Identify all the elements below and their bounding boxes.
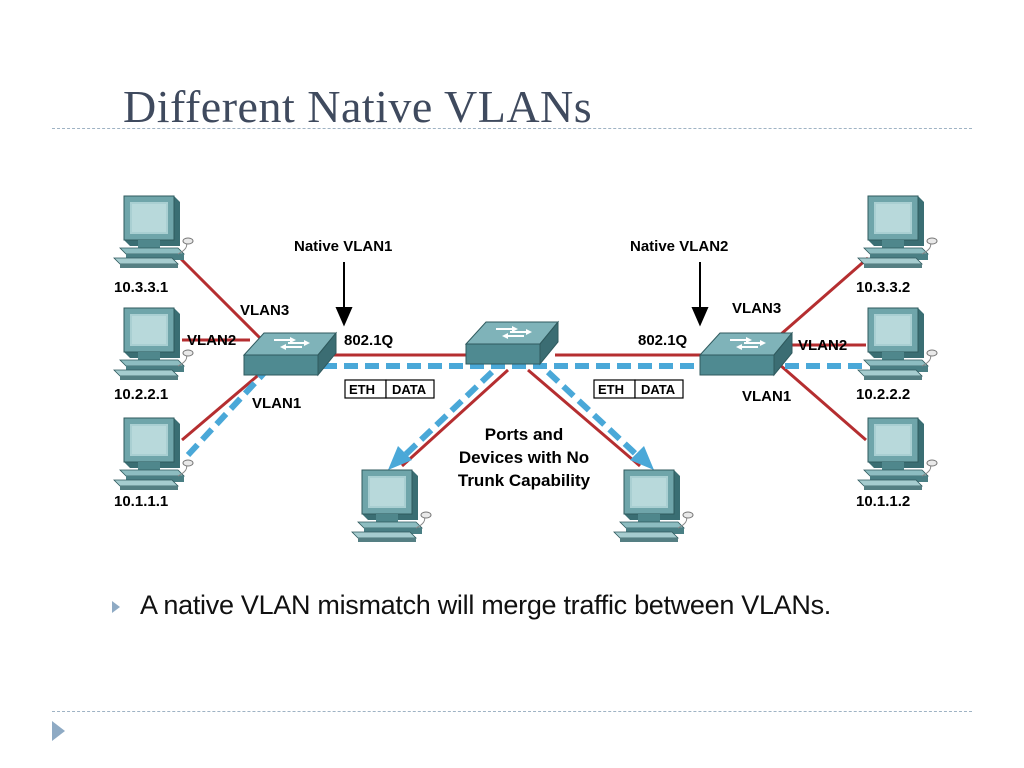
left-vlan1-label: VLAN1 bbox=[252, 395, 301, 412]
pc-no-trunk-left bbox=[351, 469, 432, 543]
arrowhead-pc-left bbox=[388, 446, 412, 470]
pc-10-3-3-2 bbox=[857, 195, 938, 269]
native-vlan-left-label: Native VLAN1 bbox=[294, 238, 392, 255]
trunk-left-label: 802.1Q bbox=[344, 332, 394, 349]
flow-left-host-3 bbox=[185, 369, 268, 458]
slide-title: Different Native VLANs bbox=[123, 81, 593, 132]
bullet-item: A native VLAN mismatch will merge traffi… bbox=[112, 590, 831, 621]
frame-right-eth: ETH bbox=[598, 382, 624, 397]
flow-arrowheads bbox=[388, 446, 654, 470]
left-vlan3-label: VLAN3 bbox=[240, 302, 289, 319]
host-ip-left-1: 10.3.3.1 bbox=[114, 279, 168, 296]
right-vlan1-label: VLAN1 bbox=[742, 388, 791, 405]
right-vlan2-label: VLAN2 bbox=[798, 337, 847, 354]
vlan-links bbox=[178, 256, 869, 468]
native-arrows bbox=[335, 262, 709, 327]
frame-right bbox=[593, 379, 684, 399]
frame-left-eth: ETH bbox=[349, 382, 375, 397]
link-left-host-3 bbox=[181, 370, 263, 442]
right-vlan3-label: VLAN3 bbox=[732, 300, 781, 317]
arrowhead-pc-right bbox=[630, 446, 654, 470]
pc-10-1-1-2 bbox=[857, 417, 938, 491]
bullet-text: A native VLAN mismatch will merge traffi… bbox=[140, 590, 831, 620]
link-center-pc-left bbox=[400, 368, 510, 468]
bullet-arrow-icon bbox=[112, 600, 120, 613]
right-switch bbox=[699, 332, 793, 376]
pc-no-trunk-right bbox=[613, 469, 694, 543]
host-ip-right-3: 10.1.1.2 bbox=[856, 493, 910, 510]
ports-label-line-1: Ports and bbox=[485, 425, 563, 444]
host-ip-right-2: 10.2.2.2 bbox=[856, 386, 910, 403]
center-switch bbox=[465, 321, 559, 365]
host-ip-left-2: 10.2.2.1 bbox=[114, 386, 168, 403]
pc-10-1-1-1 bbox=[113, 417, 194, 491]
link-left-host-1 bbox=[178, 256, 264, 342]
host-ip-left-3: 10.1.1.1 bbox=[114, 493, 168, 510]
footer-divider bbox=[52, 711, 972, 712]
next-slide-icon[interactable] bbox=[52, 721, 65, 741]
pc-10-3-3-1 bbox=[113, 195, 194, 269]
frame-left-data: DATA bbox=[392, 382, 427, 397]
link-right-host-3 bbox=[779, 363, 867, 442]
trunk-right-label: 802.1Q bbox=[638, 332, 688, 349]
left-vlan2-label: VLAN2 bbox=[187, 332, 236, 349]
ports-label-line-2: Devices with No bbox=[459, 448, 589, 467]
pc-10-2-2-1 bbox=[113, 307, 194, 381]
link-right-host-1 bbox=[779, 256, 869, 337]
pc-10-2-2-2 bbox=[857, 307, 938, 381]
title-divider bbox=[52, 128, 972, 129]
native-vlan-right-label: Native VLAN2 bbox=[630, 238, 728, 255]
host-ip-right-1: 10.3.3.2 bbox=[856, 279, 910, 296]
link-center-pc-right bbox=[527, 368, 641, 468]
frame-right-data: DATA bbox=[641, 382, 676, 397]
ports-label-line-3: Trunk Capability bbox=[458, 471, 591, 490]
native-vlan-flow bbox=[185, 363, 866, 461]
frame-left bbox=[344, 379, 435, 399]
left-switch bbox=[243, 332, 337, 376]
